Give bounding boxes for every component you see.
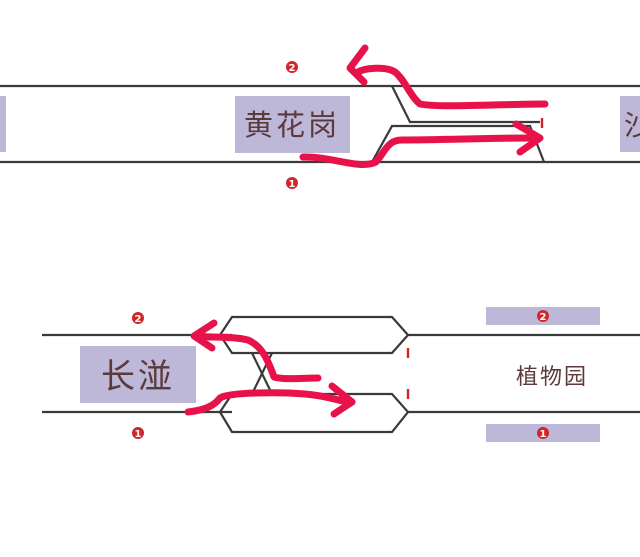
lower-route-arrow-westbound [190,319,322,383]
upper-platform-1-label: 1 [289,179,296,190]
station-partial-right-name: 沙 [624,109,640,142]
upper-platform-2-badge: 2 [286,61,298,74]
upper-platform-2-label: 2 [289,63,296,74]
lower-left-platform-2-badge: 2 [132,312,144,325]
lower-loop-lower [218,392,410,434]
lower-right-platform-1-badge: 1 [537,427,549,440]
upper-siding-bottom [371,124,546,163]
lower-right-platform-1-label: 1 [540,429,547,440]
upper-route-arrow-westbound [346,44,549,110]
upper-route-arrow-eastbound [299,120,544,168]
station-changyi-box [80,346,196,403]
station-partial-left-box [0,96,6,152]
lower-left-platform-1-badge: 1 [132,427,144,440]
station-changyi-name: 长湴 [101,357,175,397]
lower-loop-upper [218,315,410,355]
upper-diagram: 黄花岗 沙 2 1 [0,44,640,190]
lower-left-platform-2-label: 2 [135,314,142,325]
lower-right-platform-2-badge: 2 [537,310,549,323]
station-zhiwuyuan-name: 植物园 [516,365,588,390]
station-huanghuagang-box [235,96,350,153]
lower-right-platform-2-label: 2 [540,312,547,323]
upper-siding-top [391,85,540,124]
upper-platform-1-badge: 1 [286,177,298,190]
lower-left-platform-1-label: 1 [135,429,142,440]
station-huanghuagang-name: 黄花岗 [244,108,340,142]
station-partial-right-box [620,96,640,152]
lower-route-arrow-eastbound [184,382,356,418]
lower-diagram: 长湴 植物园 2 1 2 1 [42,307,640,442]
